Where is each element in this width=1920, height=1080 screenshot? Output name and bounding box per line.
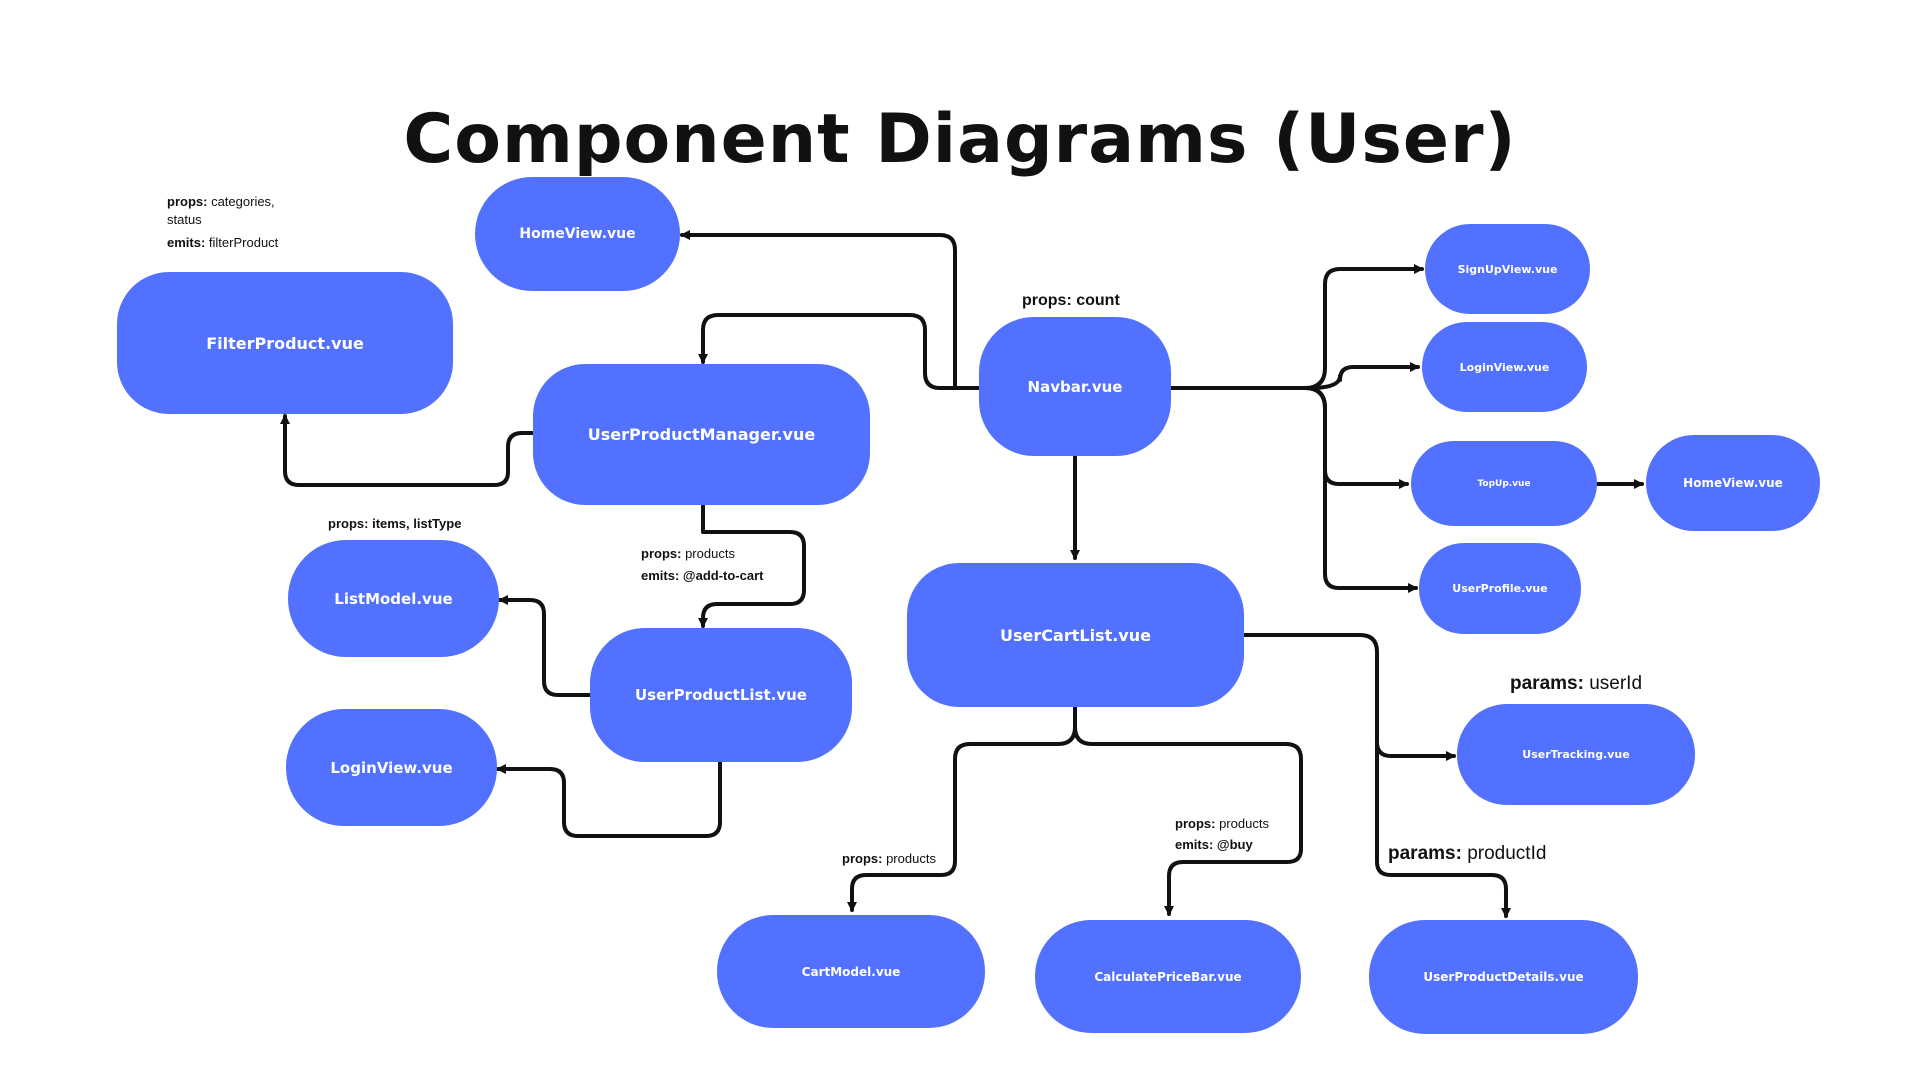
annotation-value: filterProduct — [208, 235, 279, 251]
annotation-value: products — [886, 851, 936, 866]
node-home-view-right[interactable]: HomeView.vue — [1646, 435, 1820, 531]
annotation-key: params: — [1510, 673, 1584, 694]
annotation-value: products — [685, 546, 735, 561]
annotation-key: emits: — [1175, 837, 1214, 853]
annotation-value: status — [167, 212, 202, 228]
annotation-value: @add-to-cart — [682, 568, 764, 584]
annotation-list-model: props: items, listType — [328, 515, 461, 533]
node-login-view-left[interactable]: LoginView.vue — [286, 709, 497, 826]
edge-cartlist-cartmodel — [847, 725, 1077, 912]
annotation-key: emits: — [641, 568, 680, 584]
annotation-key: props: — [1022, 292, 1072, 309]
annotation-filter-product: props: categories, status emits: filterP… — [167, 193, 278, 253]
node-user-cart-list[interactable]: UserCartList.vue — [907, 563, 1244, 707]
node-home-view-left[interactable]: HomeView.vue — [475, 177, 680, 291]
annotation-user-tracking: params: userId — [1510, 671, 1642, 698]
annotation-value: @buy — [1216, 837, 1253, 853]
node-navbar[interactable]: Navbar.vue — [979, 317, 1171, 456]
annotation-key: props: — [328, 516, 369, 531]
annotation-value: products — [1219, 816, 1269, 831]
annotation-key: props: — [1175, 816, 1216, 831]
annotation-key: props: — [641, 546, 682, 561]
node-user-profile[interactable]: UserProfile.vue — [1419, 543, 1581, 634]
annotation-key: emits: — [167, 235, 206, 251]
node-user-product-list[interactable]: UserProductList.vue — [590, 628, 852, 762]
annotation-value: productId — [1467, 843, 1547, 864]
node-calculate-price-bar[interactable]: CalculatePriceBar.vue — [1035, 920, 1301, 1033]
node-top-up[interactable]: TopUp.vue — [1411, 441, 1597, 526]
annotation-key: props: — [167, 194, 208, 209]
node-user-product-details[interactable]: UserProductDetails.vue — [1369, 920, 1638, 1034]
node-sign-up-view[interactable]: SignUpView.vue — [1425, 224, 1590, 314]
node-filter-product[interactable]: FilterProduct.vue — [117, 272, 453, 414]
annotation-value: userId — [1589, 673, 1643, 694]
node-user-tracking[interactable]: UserTracking.vue — [1457, 704, 1695, 805]
annotation-value: categories, — [211, 194, 275, 209]
edge-navbar-loginview — [1308, 362, 1420, 390]
edge-navbar-signup — [1303, 264, 1424, 390]
node-cart-model[interactable]: CartModel.vue — [717, 915, 985, 1028]
annotation-value: count — [1076, 292, 1120, 309]
annotation-cart-model: props: products — [842, 850, 936, 868]
page-title: Component Diagrams (User) — [403, 100, 1517, 179]
annotation-product-details: params: productId — [1388, 841, 1546, 868]
annotation-price-bar: props: products emits: @buy — [1175, 815, 1269, 854]
node-user-product-manager[interactable]: UserProductManager.vue — [533, 364, 870, 505]
edge-manager-filter — [280, 414, 535, 487]
edge-productlist-listmodel — [498, 595, 592, 697]
annotation-navbar: props: count — [1022, 290, 1120, 312]
annotation-value: items, listType — [372, 516, 462, 531]
edge-productlist-loginview — [496, 760, 722, 838]
edge-cartlist-tracking — [1243, 633, 1456, 761]
edge-navbar-userprofile — [1303, 386, 1418, 593]
node-list-model[interactable]: ListModel.vue — [288, 540, 499, 657]
node-login-view-right[interactable]: LoginView.vue — [1422, 322, 1587, 412]
annotation-key: props: — [842, 851, 883, 866]
edge-navbar-topup — [1303, 386, 1409, 489]
annotation-key: params: — [1388, 843, 1462, 864]
annotation-product-list: props: products emits: @add-to-cart — [641, 545, 764, 585]
